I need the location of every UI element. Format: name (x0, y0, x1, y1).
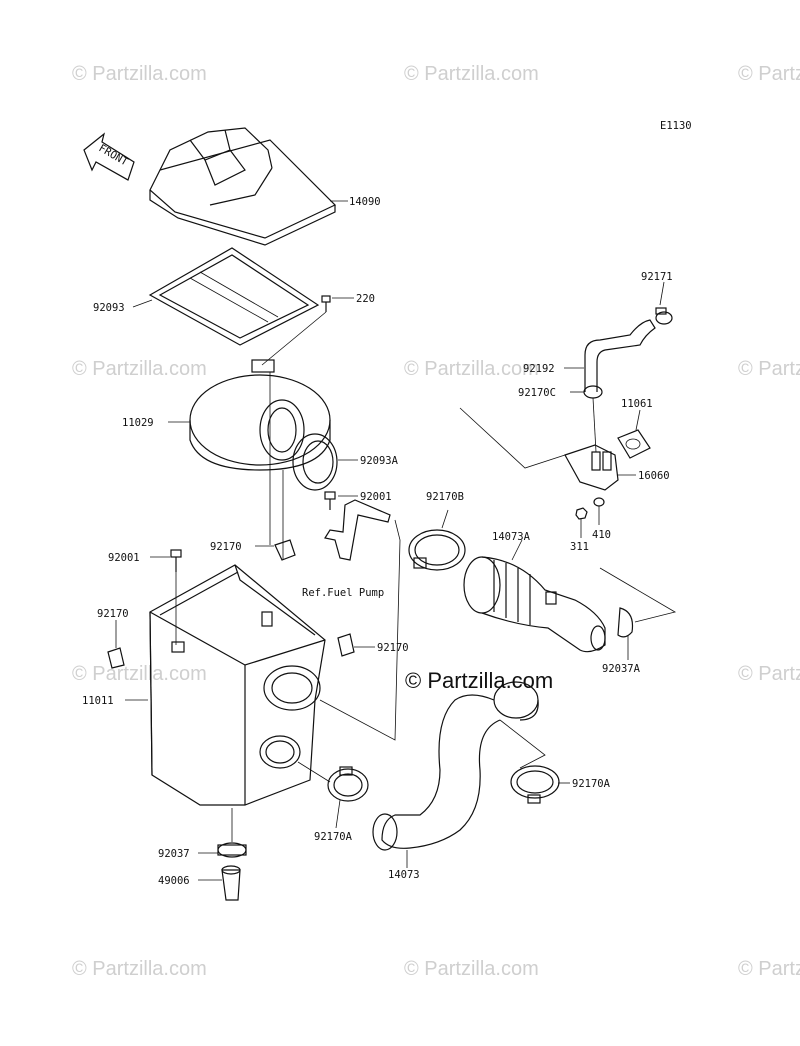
washer-410 (593, 497, 605, 507)
watermark: © Partzilla.com (738, 358, 800, 380)
part-label-92170c: 92170C (518, 387, 556, 399)
filter-element-11029 (189, 359, 331, 471)
part-label-92037a: 92037A (602, 663, 641, 675)
watermark: © Partzilla.com (72, 63, 207, 85)
clamp-92170b (408, 529, 466, 571)
part-label-14073: 14073 (388, 869, 420, 881)
watermark: © Partzilla.com (738, 958, 800, 980)
part-label-92192: 92192 (523, 363, 555, 375)
part-label-92171: 92171 (641, 271, 673, 283)
part-label-92093a: 92093A (360, 455, 399, 467)
part-label-92170a-left: 92170A (314, 831, 353, 843)
nut-311 (575, 507, 588, 520)
part-label-92037: 92037 (158, 848, 190, 860)
clip-92170-right (337, 633, 355, 657)
part-label-92001-left: 92001 (108, 552, 140, 564)
part-label-92170-left: 92170 (97, 608, 129, 620)
reference-note: Ref.Fuel Pump (302, 587, 384, 599)
hose-14073 (372, 681, 539, 851)
part-label-410: 410 (592, 529, 611, 541)
watermark: © Partzilla.com (738, 63, 800, 85)
gasket-92093 (148, 247, 320, 346)
part-label-92093: 92093 (93, 302, 125, 314)
screw-92001-left (170, 549, 182, 572)
watermark: © Partzilla.com (72, 958, 207, 980)
front-arrow-icon: FRONT (83, 132, 135, 181)
clip-92170-mid (274, 539, 296, 561)
hose-92192 (584, 319, 656, 392)
part-label-92170a-right: 92170A (572, 778, 611, 790)
watermarks: © Partzilla.com © Partzilla.com © Partzi… (72, 63, 800, 980)
valve-16060 (564, 397, 619, 491)
diagram-code: E1130 (660, 120, 692, 132)
part-label-11011: 11011 (82, 695, 114, 707)
screw-220 (321, 295, 331, 312)
part-label-92170-right: 92170 (377, 642, 409, 654)
air-cleaner-cover (149, 127, 337, 246)
tube-49006 (221, 865, 241, 901)
part-label-14073a: 14073A (492, 531, 531, 543)
screw-92001-top (324, 491, 336, 510)
watermark: © Partzilla.com (404, 958, 539, 980)
watermark-center: © Partzilla.com (405, 668, 553, 693)
clamp-92170a-left (327, 766, 369, 802)
clamp-92171 (655, 307, 673, 325)
clip-92170-left (107, 647, 125, 669)
part-label-92170b: 92170B (426, 491, 464, 503)
part-label-220: 220 (356, 293, 375, 305)
watermark: © Partzilla.com (738, 663, 800, 685)
clip-92170c (583, 385, 603, 399)
part-label-311: 311 (570, 541, 589, 553)
clamp-92037 (217, 842, 247, 858)
clamp-92170a-right (510, 765, 560, 804)
watermark: © Partzilla.com (72, 663, 207, 685)
watermark: © Partzilla.com (404, 358, 539, 380)
clamp-92037a (617, 607, 634, 638)
gasket-11061 (617, 429, 651, 459)
boot-14073a (463, 556, 606, 653)
part-label-92001-top: 92001 (360, 491, 392, 503)
part-label-11061: 11061 (621, 398, 653, 410)
part-label-16060: 16060 (638, 470, 670, 482)
fuel-pump-bracket (324, 499, 391, 561)
watermark: © Partzilla.com (72, 358, 207, 380)
part-label-49006: 49006 (158, 875, 190, 887)
part-label-92170-mid: 92170 (210, 541, 242, 553)
ring-92093a (292, 433, 338, 491)
part-label-11029: 11029 (122, 417, 154, 429)
air-box-11011 (149, 564, 326, 806)
watermark: © Partzilla.com (404, 63, 539, 85)
part-label-14090: 14090 (349, 196, 381, 208)
